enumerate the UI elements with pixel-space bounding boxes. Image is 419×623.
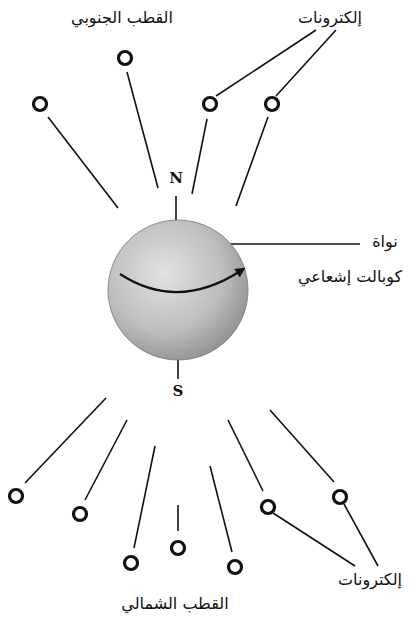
pole-label: القطب الشمالي bbox=[119, 594, 230, 613]
callout-label: إلكترونات bbox=[296, 8, 364, 27]
part-label: كوبالت إشعاعي bbox=[296, 267, 404, 286]
part-label: نواة bbox=[370, 232, 400, 251]
callout-label: إلكترونات bbox=[336, 570, 404, 589]
pole-letter: S bbox=[171, 382, 186, 400]
pole-label: القطب الجنوبي bbox=[69, 8, 175, 27]
pole-letter: N bbox=[167, 169, 185, 187]
